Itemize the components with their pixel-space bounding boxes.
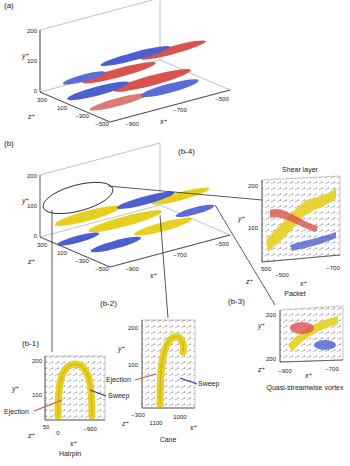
annotation: Sweep bbox=[198, 380, 219, 388]
tick-label: −900 bbox=[278, 368, 292, 375]
annotation: Hairpin bbox=[59, 450, 81, 458]
tick-label: −700 bbox=[173, 252, 187, 259]
axis-label: x⁺ bbox=[300, 280, 307, 288]
annotation: Ejection bbox=[4, 408, 29, 416]
tick-label: −300 bbox=[75, 258, 89, 265]
annotation: Cane bbox=[160, 436, 177, 444]
tick-label: 200 bbox=[266, 312, 276, 319]
tick-label: −500 bbox=[215, 241, 229, 248]
tick-label: 200 bbox=[128, 325, 138, 332]
axis-label: y⁺ bbox=[258, 322, 265, 330]
tick-label: 200 bbox=[27, 173, 37, 180]
axis-label: z⁺ bbox=[258, 366, 265, 374]
panel-label: (b-1) bbox=[22, 340, 39, 349]
tick-label: 100 bbox=[27, 58, 37, 65]
tick-label: 0 bbox=[34, 233, 37, 240]
tick-label: 100 bbox=[32, 392, 42, 399]
tick-label: −700 bbox=[325, 366, 339, 373]
tick-label: −700 bbox=[173, 107, 187, 114]
tick-label: 200 bbox=[248, 183, 258, 190]
tick-label: 100 bbox=[27, 203, 37, 210]
tick-label: −500 bbox=[95, 121, 109, 128]
tick-label: −900 bbox=[125, 266, 139, 273]
tick-label: −900 bbox=[83, 426, 97, 433]
annotation: Sweep bbox=[108, 392, 129, 400]
axis-label: x⁺ bbox=[150, 272, 157, 280]
axis-label: z⁺ bbox=[28, 113, 35, 121]
tick-label: −500 bbox=[95, 266, 109, 273]
axis-label: x⁺ bbox=[190, 424, 197, 432]
axis-label: z⁺ bbox=[28, 432, 35, 440]
tick-label: 50 bbox=[43, 424, 50, 431]
tick-label: 1000 bbox=[173, 414, 186, 421]
axis-label: x⁺ bbox=[160, 118, 167, 126]
tick-label: 300 bbox=[37, 242, 47, 249]
panel-label: (b) bbox=[4, 140, 14, 149]
tick-label: 100 bbox=[248, 225, 258, 232]
annotation: Shear layer bbox=[282, 166, 318, 174]
tick-label: 1100 bbox=[150, 420, 163, 427]
tick-label: 100 bbox=[57, 250, 67, 257]
tick-label: 100 bbox=[128, 362, 138, 369]
tick-label: −300 bbox=[75, 113, 89, 120]
tick-label: 200 bbox=[32, 358, 42, 365]
panel-label: (b-3) bbox=[228, 298, 245, 307]
panel-label: (a) bbox=[4, 2, 14, 11]
tick-label: −700 bbox=[326, 265, 340, 272]
axis-label: x⁺ bbox=[70, 440, 77, 448]
axis-label: z⁺ bbox=[28, 258, 35, 266]
axis-label: z⁺ bbox=[246, 278, 253, 286]
tick-label: 500 bbox=[261, 266, 271, 273]
axis-label: z⁺ bbox=[122, 420, 129, 428]
axis-label: x⁺ bbox=[305, 372, 312, 380]
tick-label: 200 bbox=[27, 28, 37, 35]
tick-label: 300 bbox=[37, 97, 47, 104]
annotation: Ejection bbox=[106, 376, 131, 384]
axis-label: y⁺ bbox=[12, 385, 19, 393]
tick-label: −500 bbox=[215, 96, 229, 103]
tick-label: 0 bbox=[34, 88, 37, 95]
tick-label: 200 bbox=[266, 356, 276, 363]
axis-label: y⁺ bbox=[118, 345, 125, 353]
tick-label: −300 bbox=[131, 412, 145, 419]
tick-label: −500 bbox=[275, 272, 289, 279]
panel-label: (b-2) bbox=[100, 300, 117, 309]
axis-label: y⁺ bbox=[238, 215, 245, 223]
annotation: Packet bbox=[284, 290, 305, 298]
tick-label: 100 bbox=[57, 105, 67, 112]
panel-label: (b-4) bbox=[178, 148, 195, 157]
annotation: Quasi-streamwise vortex bbox=[265, 384, 345, 392]
tick-label: −900 bbox=[125, 121, 139, 128]
tick-label: 0 bbox=[56, 430, 59, 437]
